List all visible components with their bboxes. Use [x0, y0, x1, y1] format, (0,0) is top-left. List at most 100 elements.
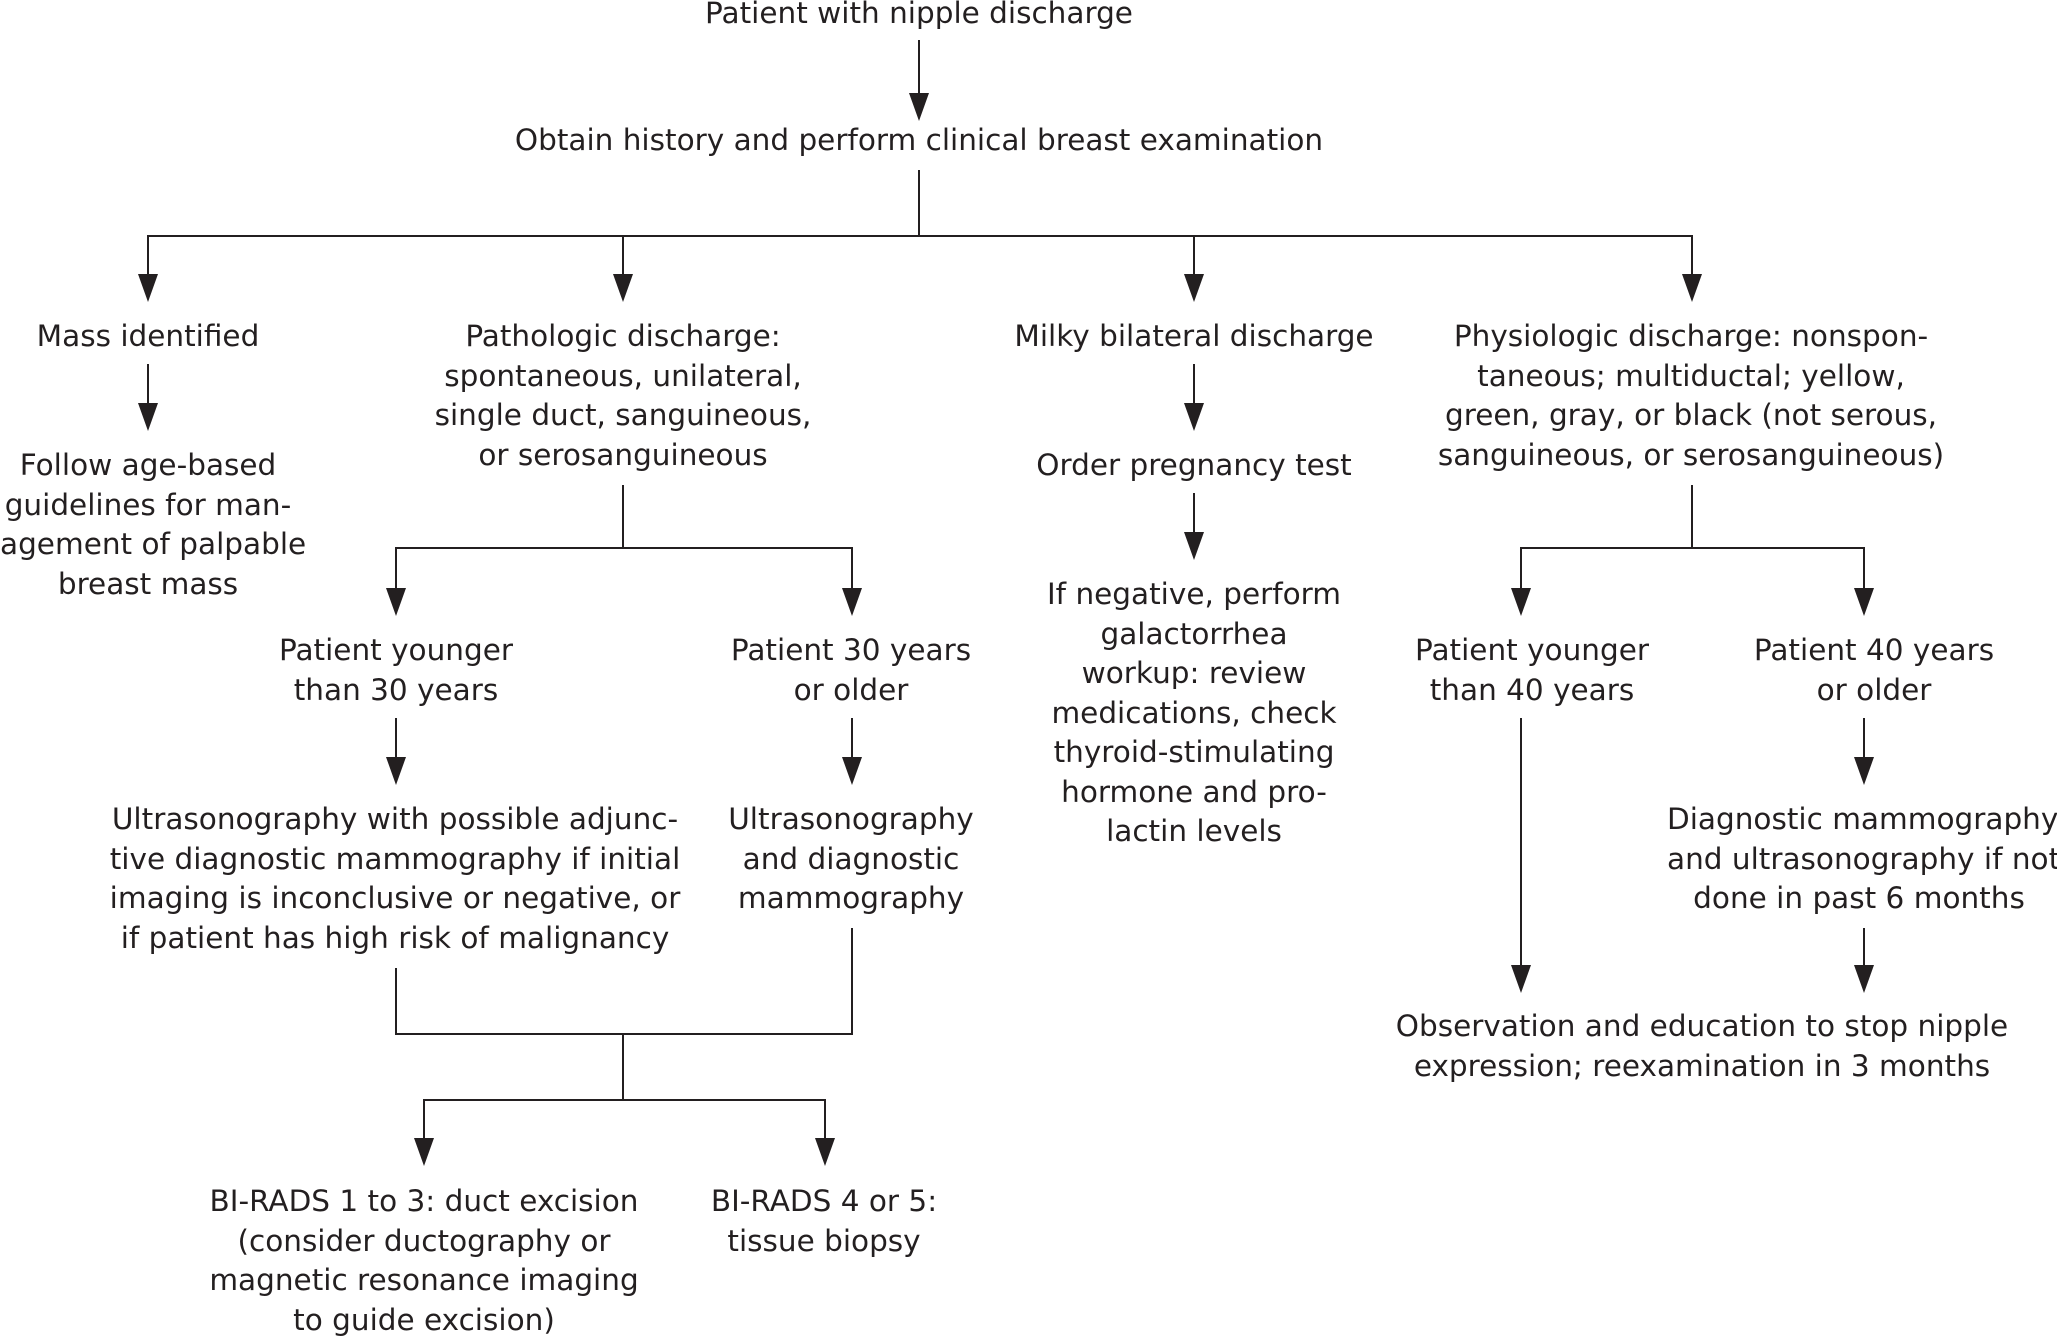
node-line: hormone and pro- [1034, 773, 1354, 813]
connector-line [147, 235, 1693, 237]
node-line: Obtain history and perform clinical brea… [469, 121, 1369, 161]
node-line: taneous; multiductal; yellow, [1431, 357, 1951, 397]
connector-line [1863, 547, 1865, 589]
node-mass-identified: Mass identified [0, 317, 296, 357]
node-line: mammography [711, 879, 991, 919]
node-line: Observation and education to stop nipple [1392, 1007, 2012, 1047]
connector-line [918, 40, 920, 94]
node-line: (consider ductography or [194, 1222, 654, 1262]
connector-line [395, 547, 397, 589]
node-mass-followup: Follow age-based guidelines for man- age… [0, 446, 296, 604]
node-line: or older [711, 671, 991, 711]
node-line: imaging is inconclusive or negative, or [95, 879, 695, 919]
node-line: sanguineous, or serosanguineous) [1431, 436, 1951, 476]
node-phys-40-or-older: Patient 40 years or older [1724, 631, 2024, 710]
node-line: Follow age-based [0, 446, 296, 486]
node-line: done in past 6 months [1667, 879, 2051, 919]
arrowhead-icon [1511, 965, 1531, 993]
node-phys-younger-40: Patient younger than 40 years [1382, 631, 1682, 710]
node-line: tissue biopsy [684, 1222, 964, 1262]
node-line: tive diagnostic mammography if initial [95, 840, 695, 880]
node-history: Obtain history and perform clinical brea… [469, 121, 1369, 161]
node-line: and diagnostic [711, 840, 991, 880]
connector-line [395, 547, 853, 549]
arrowhead-icon [1682, 274, 1702, 302]
node-line: breast mass [0, 565, 296, 605]
connector-line [1520, 547, 1522, 589]
node-path-30-or-older: Patient 30 years or older [711, 631, 991, 710]
arrowhead-icon [386, 757, 406, 785]
node-line: BI-RADS 4 or 5: [684, 1182, 964, 1222]
connector-line [395, 968, 397, 1035]
node-line: Ultrasonography [711, 800, 991, 840]
arrowhead-icon [1854, 588, 1874, 616]
node-line: workup: review [1034, 654, 1354, 694]
arrowhead-icon [909, 93, 929, 121]
node-birads-4-5: BI-RADS 4 or 5: tissue biopsy [684, 1182, 964, 1261]
node-birads-1-3: BI-RADS 1 to 3: duct excision (consider … [194, 1182, 654, 1340]
node-line: than 40 years [1382, 671, 1682, 711]
node-start: Patient with nipple discharge [619, 0, 1219, 34]
arrowhead-icon [1184, 274, 1204, 302]
connector-line [851, 928, 853, 1035]
node-line: lactin levels [1034, 812, 1354, 852]
node-line: Mass identified [0, 317, 296, 357]
connector-line [824, 1099, 826, 1139]
node-line: to guide excision) [194, 1301, 654, 1340]
node-line: green, gray, or black (not serous, [1431, 396, 1951, 436]
connector-line [851, 547, 853, 589]
node-line: Ultrasonography with possible adjunc- [95, 800, 695, 840]
node-milky-discharge: Milky bilateral discharge [1004, 317, 1384, 357]
node-path-older-imaging: Ultrasonography and diagnostic mammograp… [711, 800, 991, 919]
arrowhead-icon [1854, 757, 1874, 785]
node-path-younger-30: Patient younger than 30 years [246, 631, 546, 710]
connector-line [423, 1099, 826, 1101]
node-line: Order pregnancy test [1024, 446, 1364, 486]
node-line: and ultrasonography if not [1667, 840, 2051, 880]
node-line: spontaneous, unilateral, [413, 357, 833, 397]
node-line: agement of palpable [0, 525, 296, 565]
node-line: galactorrhea [1034, 615, 1354, 655]
node-line: Patient younger [1382, 631, 1682, 671]
connector-line [395, 718, 397, 758]
node-path-younger-imaging: Ultrasonography with possible adjunc- ti… [95, 800, 695, 958]
arrowhead-icon [613, 274, 633, 302]
connector-line [1520, 547, 1865, 549]
node-line: Patient younger [246, 631, 546, 671]
arrowhead-icon [842, 588, 862, 616]
arrowhead-icon [1184, 403, 1204, 431]
arrowhead-icon [1854, 965, 1874, 993]
node-line: Physiologic discharge: nonspon- [1431, 317, 1951, 357]
node-line: than 30 years [246, 671, 546, 711]
node-pregnancy-test: Order pregnancy test [1024, 446, 1364, 486]
arrowhead-icon [138, 403, 158, 431]
connector-line [851, 718, 853, 758]
connector-line [1193, 364, 1195, 404]
node-pathologic-discharge: Pathologic discharge: spontaneous, unila… [413, 317, 833, 475]
node-line: or older [1724, 671, 2024, 711]
connector-line [147, 235, 149, 275]
arrowhead-icon [1184, 532, 1204, 560]
connector-line [1863, 928, 1865, 966]
node-line: expression; reexamination in 3 months [1392, 1047, 2012, 1087]
connector-line [1691, 485, 1693, 549]
connector-line [395, 1033, 853, 1035]
connector-line [622, 485, 624, 549]
node-galactorrhea-workup: If negative, perform galactorrhea workup… [1034, 575, 1354, 852]
node-line: guidelines for man- [0, 486, 296, 526]
node-line: medications, check [1034, 694, 1354, 734]
node-phys-older-imaging: Diagnostic mammography and ultrasonograp… [1667, 800, 2051, 919]
arrowhead-icon [815, 1138, 835, 1166]
connector-line [1863, 718, 1865, 758]
connector-line [1691, 235, 1693, 275]
arrowhead-icon [1511, 588, 1531, 616]
arrowhead-icon [138, 274, 158, 302]
connector-line [423, 1099, 425, 1139]
node-line: Diagnostic mammography [1667, 800, 2051, 840]
node-observation: Observation and education to stop nipple… [1392, 1007, 2012, 1086]
node-line: Patient 30 years [711, 631, 991, 671]
arrowhead-icon [386, 588, 406, 616]
node-line: magnetic resonance imaging [194, 1261, 654, 1301]
node-physiologic-discharge: Physiologic discharge: nonspon- taneous;… [1431, 317, 1951, 475]
